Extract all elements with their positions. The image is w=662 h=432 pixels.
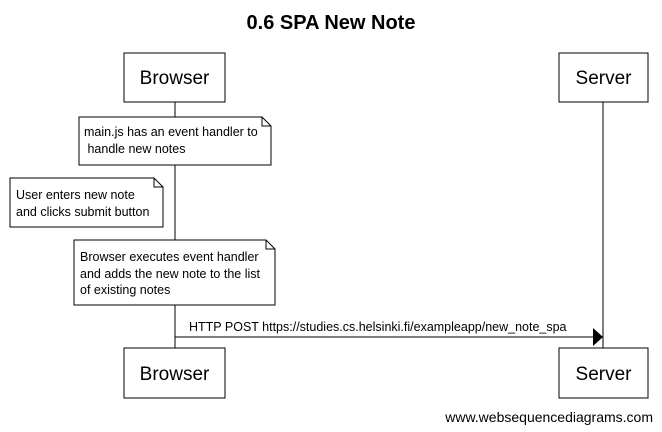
server-actor-bottom-label: Server xyxy=(576,364,633,385)
browser-actor-bottom-label: Browser xyxy=(140,364,210,385)
server-actor-top: Server xyxy=(558,52,649,103)
browser-actor-bottom: Browser xyxy=(123,347,226,399)
browser-actor-top-box xyxy=(123,52,226,103)
note-event-handler-box xyxy=(78,116,272,166)
note-browser-executes-line-3: of existing notes xyxy=(80,283,170,297)
server-actor-top-label: Server xyxy=(576,68,633,89)
note-browser-executes-line-2: and adds the new note to the list xyxy=(80,267,261,281)
note-browser-executes-box xyxy=(73,239,276,306)
server-actor-top-box xyxy=(558,52,649,103)
server-actor-bottom-box xyxy=(558,347,649,399)
message-http-post-label: HTTP POST https://studies.cs.helsinki.fi… xyxy=(189,320,567,334)
message-http-post-arrowhead xyxy=(593,328,603,346)
server-actor-bottom: Server xyxy=(558,347,649,399)
browser-actor-top-label: Browser xyxy=(140,68,210,89)
note-event-handler-fold xyxy=(261,117,271,127)
note-user-submit: User enters new note and clicks submit b… xyxy=(9,177,164,228)
note-user-submit-box xyxy=(9,177,164,228)
browser-actor-top: Browser xyxy=(123,52,226,103)
note-event-handler: main.js has an event handler to handle n… xyxy=(78,116,272,166)
note-event-handler-line-2: handle new notes xyxy=(84,142,185,156)
note-browser-executes-line-1: Browser executes event handler xyxy=(80,250,259,264)
note-user-submit-line-2: and clicks submit button xyxy=(16,205,149,219)
diagram-title: 0.6 SPA New Note xyxy=(247,12,416,34)
note-user-submit-fold xyxy=(153,178,163,188)
browser-actor-bottom-box xyxy=(123,347,226,399)
message-http-post: HTTP POST https://studies.cs.helsinki.fi… xyxy=(175,320,603,346)
note-browser-executes-fold xyxy=(265,240,275,250)
note-event-handler-line-1: main.js has an event handler to xyxy=(84,125,258,139)
note-user-submit-line-1: User enters new note xyxy=(16,188,135,202)
footer-watermark[interactable]: www.websequencediagrams.com xyxy=(444,409,653,425)
note-browser-executes: Browser executes event handler and adds … xyxy=(73,239,276,306)
